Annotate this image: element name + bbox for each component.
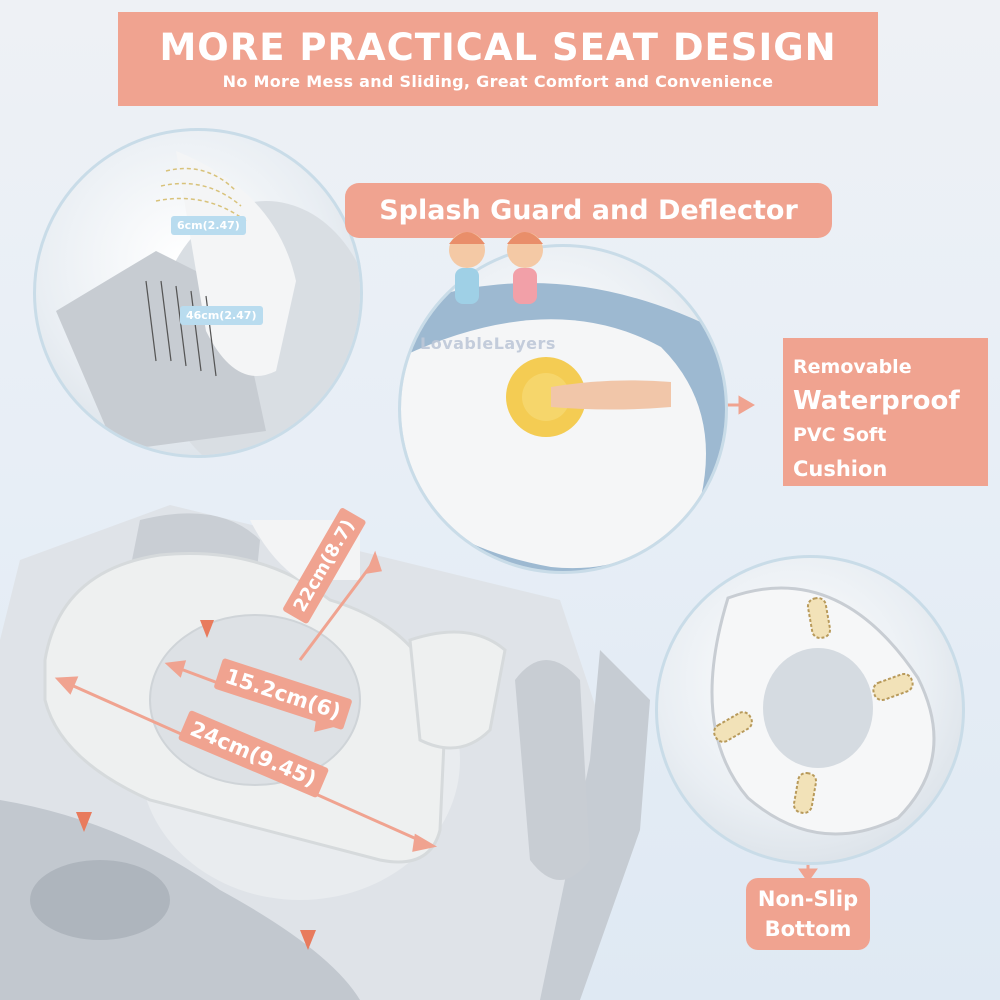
header-banner: MORE PRACTICAL SEAT DESIGN No More Mess … [118,12,878,106]
down-arrows [76,620,316,950]
cushion-button-circle [398,244,728,574]
armrest-right [515,660,590,880]
cushion-line3: PVC Soft [793,424,887,446]
splash-guard-detail-circle [33,128,363,458]
dim-tag-top: 6cm(2.47) [171,216,246,235]
watermark-text: LovableLayers [420,334,556,353]
dim-tag-bottom: 46cm(2.47) [180,306,263,325]
banner-subtitle: No More Mess and Sliding, Great Comfort … [222,72,774,91]
non-slip-line1: Non-Slip [757,887,859,911]
non-slip-bottom-circle [655,555,965,865]
non-slip-label: Non-Slip Bottom [746,878,870,950]
cushion-line2: Waterproof [793,386,960,416]
banner-title: MORE PRACTICAL SEAT DESIGN [159,26,837,69]
cushion-line1: Removable [793,356,912,378]
splash-guard-label: Splash Guard and Deflector [345,183,832,238]
cushion-line4: Cushion [793,457,888,481]
cushion-label-box: Removable Waterproof PVC Soft Cushion [783,338,988,486]
non-slip-line2: Bottom [764,917,852,941]
